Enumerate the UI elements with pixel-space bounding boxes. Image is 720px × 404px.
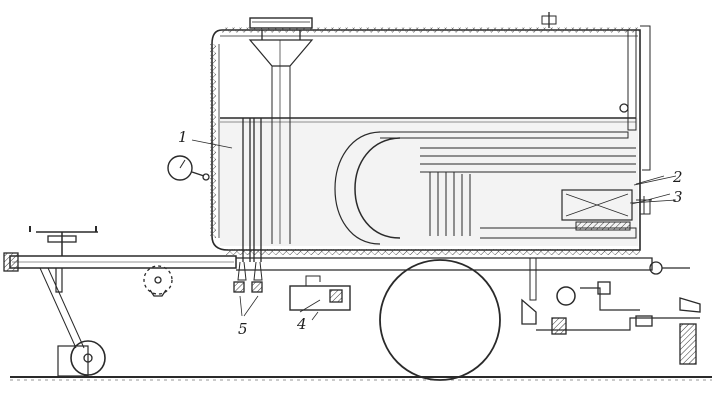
drain-valves xyxy=(233,261,263,317)
drain-pipes xyxy=(242,40,281,262)
tow-bar xyxy=(29,226,98,349)
callout-3: 3 xyxy=(673,188,683,206)
pressure-gauge-left xyxy=(167,155,210,181)
filling-hatch xyxy=(248,17,314,244)
callout-5: 5 xyxy=(238,320,248,338)
support-wheel xyxy=(57,340,106,377)
pump-piping xyxy=(521,258,701,365)
heat-exchanger xyxy=(334,131,637,245)
chassis-frame xyxy=(3,252,690,275)
callout-2: 2 xyxy=(673,168,683,186)
liquid-level xyxy=(220,117,638,246)
fuel-tank xyxy=(289,275,351,321)
callout-1: 1 xyxy=(178,128,188,146)
suspension xyxy=(143,265,173,297)
vent-pipe xyxy=(541,12,651,171)
leader-lines xyxy=(191,139,677,313)
ground xyxy=(10,376,712,381)
main-wheel xyxy=(379,259,501,381)
tank-body xyxy=(210,27,641,255)
callout-4: 4 xyxy=(297,315,307,333)
